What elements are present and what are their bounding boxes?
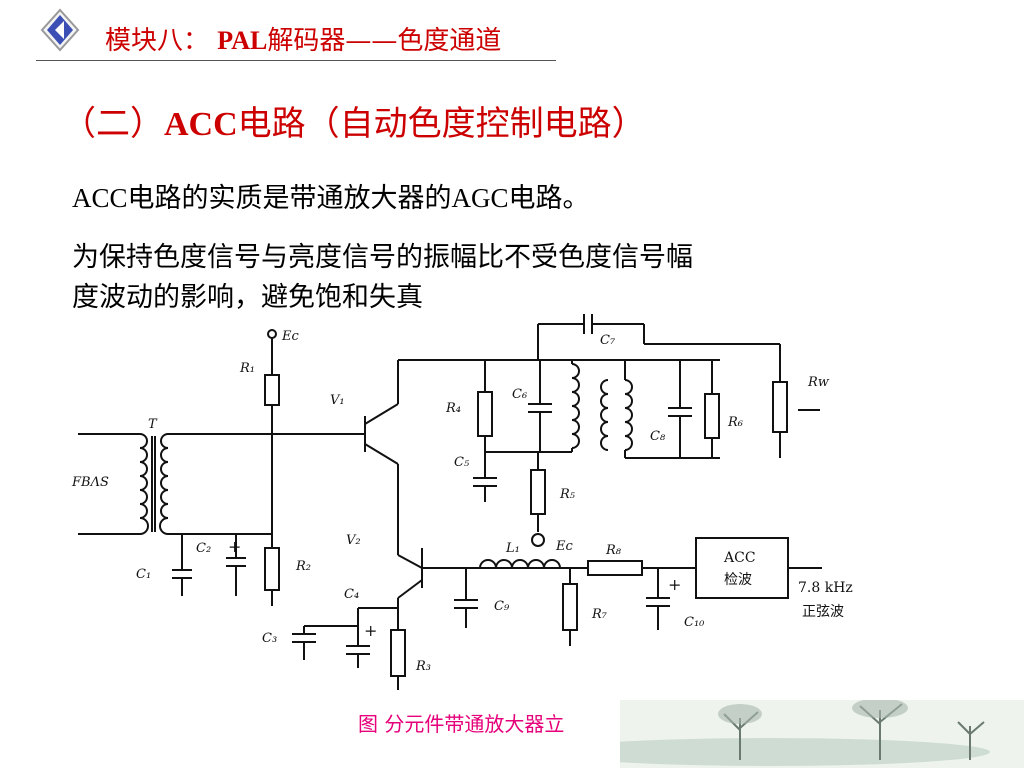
header-title-prefix: 模块八：	[105, 26, 210, 56]
header-divider	[36, 60, 556, 61]
paragraph-2: 为保持色度信号与亮度信号的振幅比不受色度信号幅 度波动的影响，避免饱和失真	[72, 238, 872, 318]
label-ec-top: Ec	[281, 329, 299, 344]
section-heading-suffix: 电路（自动色度控制电路）	[237, 104, 646, 144]
label-c1: C₁	[136, 567, 151, 582]
label-v2: V₂	[346, 533, 361, 548]
acc-box-label-1: ACC	[723, 550, 756, 566]
section-heading: （二）ACC电路（自动色度控制电路）	[62, 96, 646, 145]
label-frequency: 7.8 kHz	[798, 580, 853, 596]
label-c8: C₈	[650, 429, 666, 444]
header-title: 模块八： PAL解码器——色度通道	[105, 20, 501, 57]
label-r4: R₄	[445, 401, 461, 416]
p1-text-2: 电路。	[508, 183, 590, 214]
label-plus-3: +	[668, 575, 681, 594]
label-v1: V₁	[330, 393, 345, 408]
label-plus-2: +	[364, 621, 377, 640]
label-r5: R₅	[559, 487, 576, 502]
decorative-landscape-image	[620, 700, 1024, 768]
label-ec-mid: Eᴄ	[555, 539, 573, 554]
label-r8: R₈	[605, 543, 622, 558]
label-c4: C₄	[344, 587, 359, 602]
header-title-latin: PAL	[217, 26, 268, 55]
label-r1: R₁	[239, 361, 255, 376]
acc-circuit-diagram: Ec R₁ V₁ T FBΛS R₄ C₆ C₅ R₅ C₇ C₈ R₆ Rᴡ …	[71, 314, 853, 690]
label-c6: C₆	[512, 387, 527, 402]
p1-text-1: 电路的实质是带通放大器的	[127, 183, 452, 214]
paragraph-1: ACC电路的实质是带通放大器的AGC电路。	[72, 176, 590, 215]
label-r6: R₆	[727, 415, 743, 430]
label-fbas: FBΛS	[71, 475, 109, 490]
label-sine-wave: 正弦波	[802, 604, 844, 620]
label-c10: C₁₀	[684, 615, 705, 630]
p1-agc: AGC	[451, 183, 509, 213]
p2-line-2: 度波动的影响，避免饱和失真	[72, 282, 423, 313]
p2-line-1: 为保持色度信号与亮度信号的振幅比不受色度信号幅	[72, 242, 693, 273]
figure-caption: 图 分元件带通放大器立	[358, 712, 565, 736]
label-plus-1: +	[228, 537, 241, 556]
section-heading-prefix: （二）	[62, 104, 164, 144]
acc-box-label-2: 检波	[724, 572, 752, 588]
label-t: T	[148, 417, 158, 432]
header-title-suffix: 解码器——色度通道	[267, 26, 502, 56]
label-r7: R₇	[591, 607, 608, 622]
logo	[40, 8, 80, 52]
label-r3: R₃	[415, 659, 431, 674]
label-c7: C₇	[600, 333, 616, 348]
p1-acc: ACC	[72, 183, 128, 213]
section-heading-latin: ACC	[164, 106, 238, 143]
label-c2: C₂	[196, 541, 211, 556]
label-c3: C₃	[262, 631, 277, 646]
label-rw: Rᴡ	[807, 375, 830, 390]
label-l1: L₁	[505, 541, 520, 556]
label-r2: R₂	[295, 559, 311, 574]
label-c9: C₉	[494, 599, 510, 614]
label-c5: C₅	[454, 455, 470, 470]
diamond-logo-icon	[40, 8, 80, 52]
